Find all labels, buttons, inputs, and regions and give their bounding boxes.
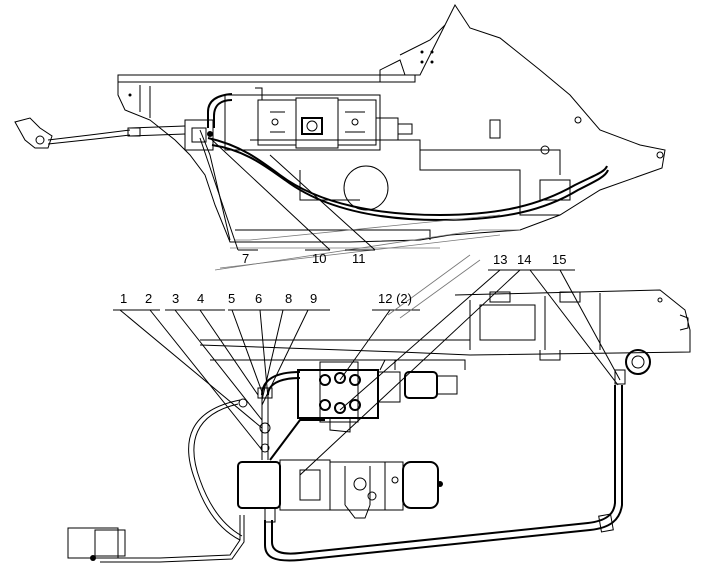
control-block-upper bbox=[184, 119, 214, 151]
callouts-top: 7 10 11 bbox=[242, 251, 366, 266]
callout-2: 2 bbox=[145, 291, 152, 306]
callouts-mid: 1 2 3 4 5 6 8 9 12 (2) 13 14 15 bbox=[120, 252, 566, 306]
hub-circle bbox=[343, 165, 389, 211]
callout-10: 10 bbox=[312, 251, 326, 266]
lower-callout-leaders bbox=[113, 254, 621, 476]
pump-motor-left bbox=[237, 461, 281, 509]
callout-11: 11 bbox=[352, 251, 366, 266]
upper-assembly bbox=[14, 3, 666, 271]
upper-frame-outline bbox=[117, 3, 666, 243]
joystick-box bbox=[67, 527, 126, 561]
callout-3: 3 bbox=[172, 291, 179, 306]
upper-hose bbox=[207, 137, 608, 217]
callout-4: 4 bbox=[197, 291, 204, 306]
callout-13: 13 bbox=[493, 252, 507, 267]
lower-assembly bbox=[67, 289, 691, 563]
valve-cylinder bbox=[404, 371, 438, 399]
main-hose bbox=[264, 385, 623, 562]
callout-15: 15 bbox=[552, 252, 566, 267]
callout-1: 1 bbox=[120, 291, 127, 306]
callout-14: 14 bbox=[517, 252, 531, 267]
lower-pump-assembly bbox=[237, 459, 443, 523]
callout-9: 9 bbox=[310, 291, 317, 306]
lower-right-frame bbox=[199, 289, 691, 356]
vertical-link bbox=[238, 387, 273, 460]
cable-a bbox=[100, 515, 241, 559]
callout-12: 12 (2) bbox=[378, 291, 412, 306]
cable-b bbox=[188, 399, 241, 541]
callout-8: 8 bbox=[285, 291, 292, 306]
gauge-round bbox=[625, 349, 651, 375]
valve-block bbox=[297, 359, 458, 433]
callout-7: 7 bbox=[242, 251, 249, 266]
upper-pump-assembly bbox=[224, 87, 413, 151]
hand-lever bbox=[14, 117, 186, 149]
upper-callout-leaders bbox=[199, 137, 376, 251]
callout-5: 5 bbox=[228, 291, 235, 306]
callout-6: 6 bbox=[255, 291, 262, 306]
pump-motor-right bbox=[402, 461, 439, 509]
